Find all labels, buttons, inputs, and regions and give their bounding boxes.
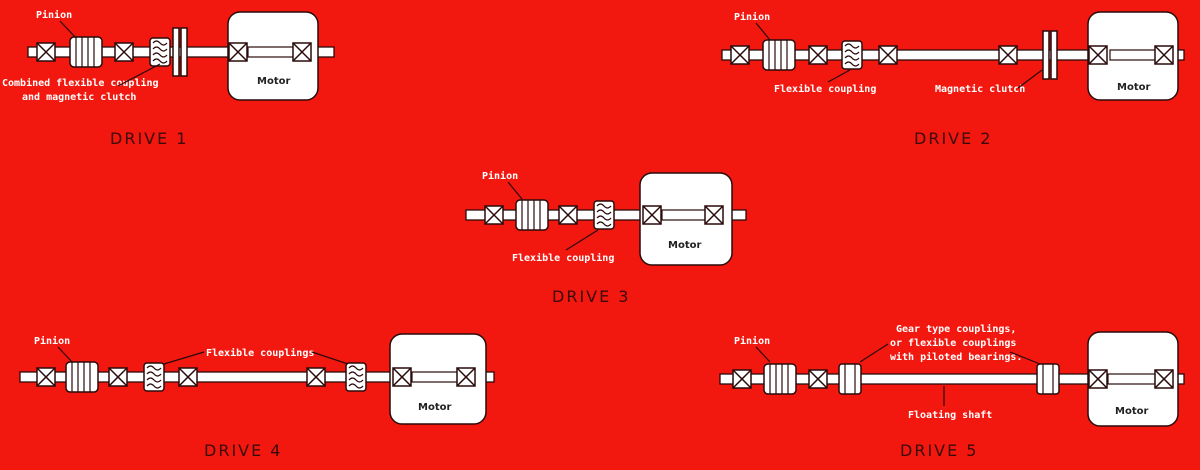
drive-3-title: DRIVE 3 [552,287,630,306]
drive-5-bearing [808,369,828,389]
drive-4-flexible-coupling [345,362,367,392]
drive-3: Motor Pinion Flexible coupling DRIVE 3 [465,170,747,306]
drive-5-shaft [719,373,1185,385]
drive-3-bearing [484,205,504,225]
drive-4-couplings-label: Flexible couplings [206,347,314,359]
drive-1-pinion-label: Pinion [36,9,72,21]
drive-1-bearing [228,42,248,62]
drive-3-coupling-label: Flexible coupling [512,252,614,264]
drive-5-bearing [1154,369,1174,389]
drive-5-title: DRIVE 5 [900,441,978,460]
drive-2-coupling-label: Flexible coupling [774,83,876,95]
drive-2-shaft [721,49,1185,61]
drive-1-bearing [114,42,134,62]
drive-4-bearing [178,367,198,387]
drive-3-motor-label: Motor [668,240,701,251]
drive-3-bearing [642,205,662,225]
drive-5-bearing [1088,369,1108,389]
drive-2-bearing [1154,45,1174,65]
drive-2-bearing [730,45,750,65]
drive-5-couplings-label-3: with piloted bearings. [890,351,1022,363]
drive-2-bearing [808,45,828,65]
drive-3-bearing [558,205,578,225]
drive-1-coupling-label-2: and magnetic clutch [22,91,136,103]
drive-5-couplings-label-1: Gear type couplings, [896,323,1016,335]
drive-2-pinion-label: Pinion [734,11,770,23]
drive-4-bearing [306,367,326,387]
drive-5: Motor Pinion Gear type couplings, or fle… [719,323,1185,460]
drive-4-bearing [36,367,56,387]
drive-5-pinion-label: Pinion [734,335,770,347]
drive-5-gear-coupling [838,363,862,395]
drive-4-bearing [456,367,476,387]
drive-2-title: DRIVE 2 [914,129,992,148]
drive-2-flexible-coupling [841,40,863,70]
drive-5-pinion [763,363,797,395]
drive-4-bearing [108,367,128,387]
drive-1-coupling-label-1: Combined flexible coupling [2,77,159,89]
drive-2-bearing [1088,45,1108,65]
drive-4: Motor Pinion Flexible couplings DRIVE 4 [19,333,495,460]
drive-2-motor-label: Motor [1117,82,1150,93]
drive-5-motor-label: Motor [1115,406,1148,417]
drive-5-gear-coupling [1036,363,1060,395]
drive-1-bearing [36,42,56,62]
drive-1-pinion [69,36,103,68]
drive-4-bearing [392,367,412,387]
drive-5-shaft-label: Floating shaft [908,409,992,421]
drive-1-motor-label: Motor [257,76,290,87]
drive-4-motor-label: Motor [418,402,451,413]
drive-3-pinion-label: Pinion [482,170,518,182]
drive-2-bearing [998,45,1018,65]
drive-2-pinion [762,39,796,71]
drive-4-pinion [65,361,99,393]
drive-3-flexible-coupling [593,200,615,230]
drive-1-title: DRIVE 1 [110,129,188,148]
drive-1-bearing [292,42,312,62]
drive-3-pinion [515,199,549,231]
drive-5-couplings-label-2: or flexible couplings [890,337,1016,349]
drive-4-flexible-coupling [143,362,165,392]
drive-3-bearing [704,205,724,225]
drive-4-title: DRIVE 4 [204,441,282,460]
drive-4-pinion-label: Pinion [34,335,70,347]
drive-1-flexible-coupling [149,37,171,67]
drive-2-clutch-label: Magnetic clutch [935,83,1025,95]
drive-5-bearing [732,369,752,389]
drive-2-bearing [878,45,898,65]
drive-4-shaft [19,371,495,383]
drive-2: Motor Pinion Flexible coupling Magnetic … [721,11,1185,148]
drive-1: Motor Pinion Combined flexible coupling … [2,9,335,148]
